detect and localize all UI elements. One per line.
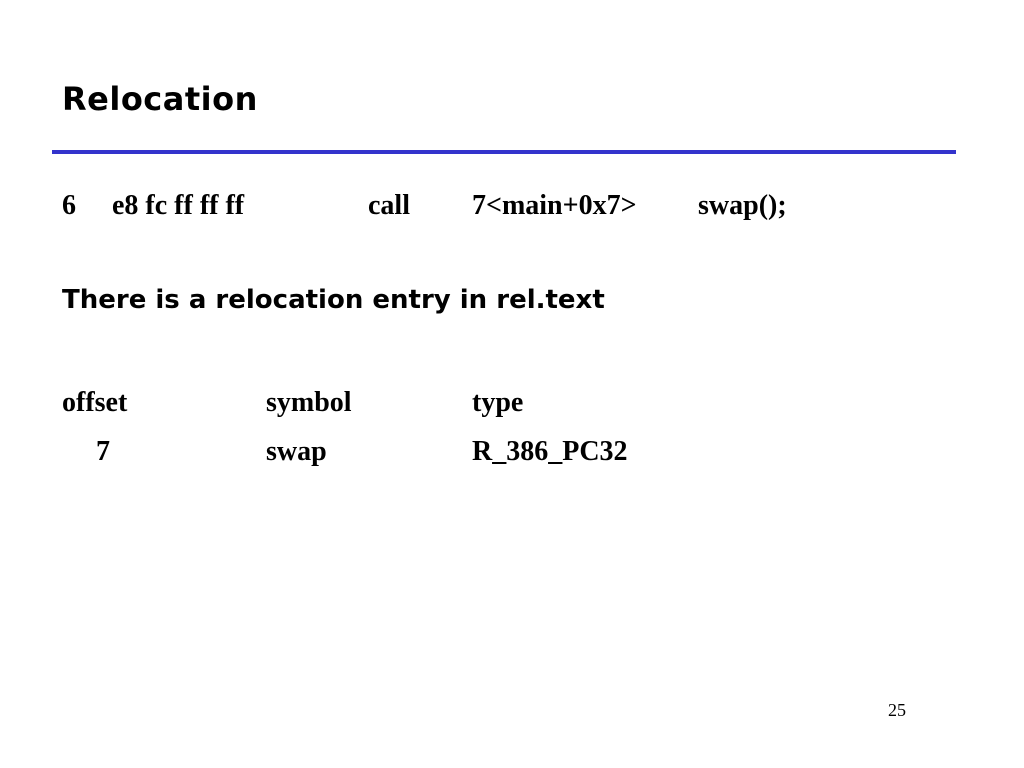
source-code: swap(); bbox=[698, 190, 787, 221]
line-number: 6 bbox=[62, 190, 76, 221]
column-header-symbol: symbol bbox=[266, 387, 352, 418]
instruction-target: 7<main+0x7> bbox=[472, 190, 637, 221]
instruction-bytes: e8 fc ff ff ff bbox=[112, 190, 245, 221]
column-header-offset: offset bbox=[62, 387, 128, 418]
cell-symbol: swap bbox=[266, 436, 327, 467]
column-header-type: type bbox=[472, 387, 524, 418]
page-number: 25 bbox=[888, 700, 906, 720]
cell-offset: 7 bbox=[96, 436, 110, 467]
title-divider bbox=[52, 150, 956, 154]
instruction-mnemonic: call bbox=[368, 190, 410, 221]
cell-type: R_386_PC32 bbox=[472, 436, 628, 467]
slide-title: Relocation bbox=[62, 80, 258, 118]
relocation-note: There is a relocation entry in rel.text bbox=[62, 285, 605, 315]
